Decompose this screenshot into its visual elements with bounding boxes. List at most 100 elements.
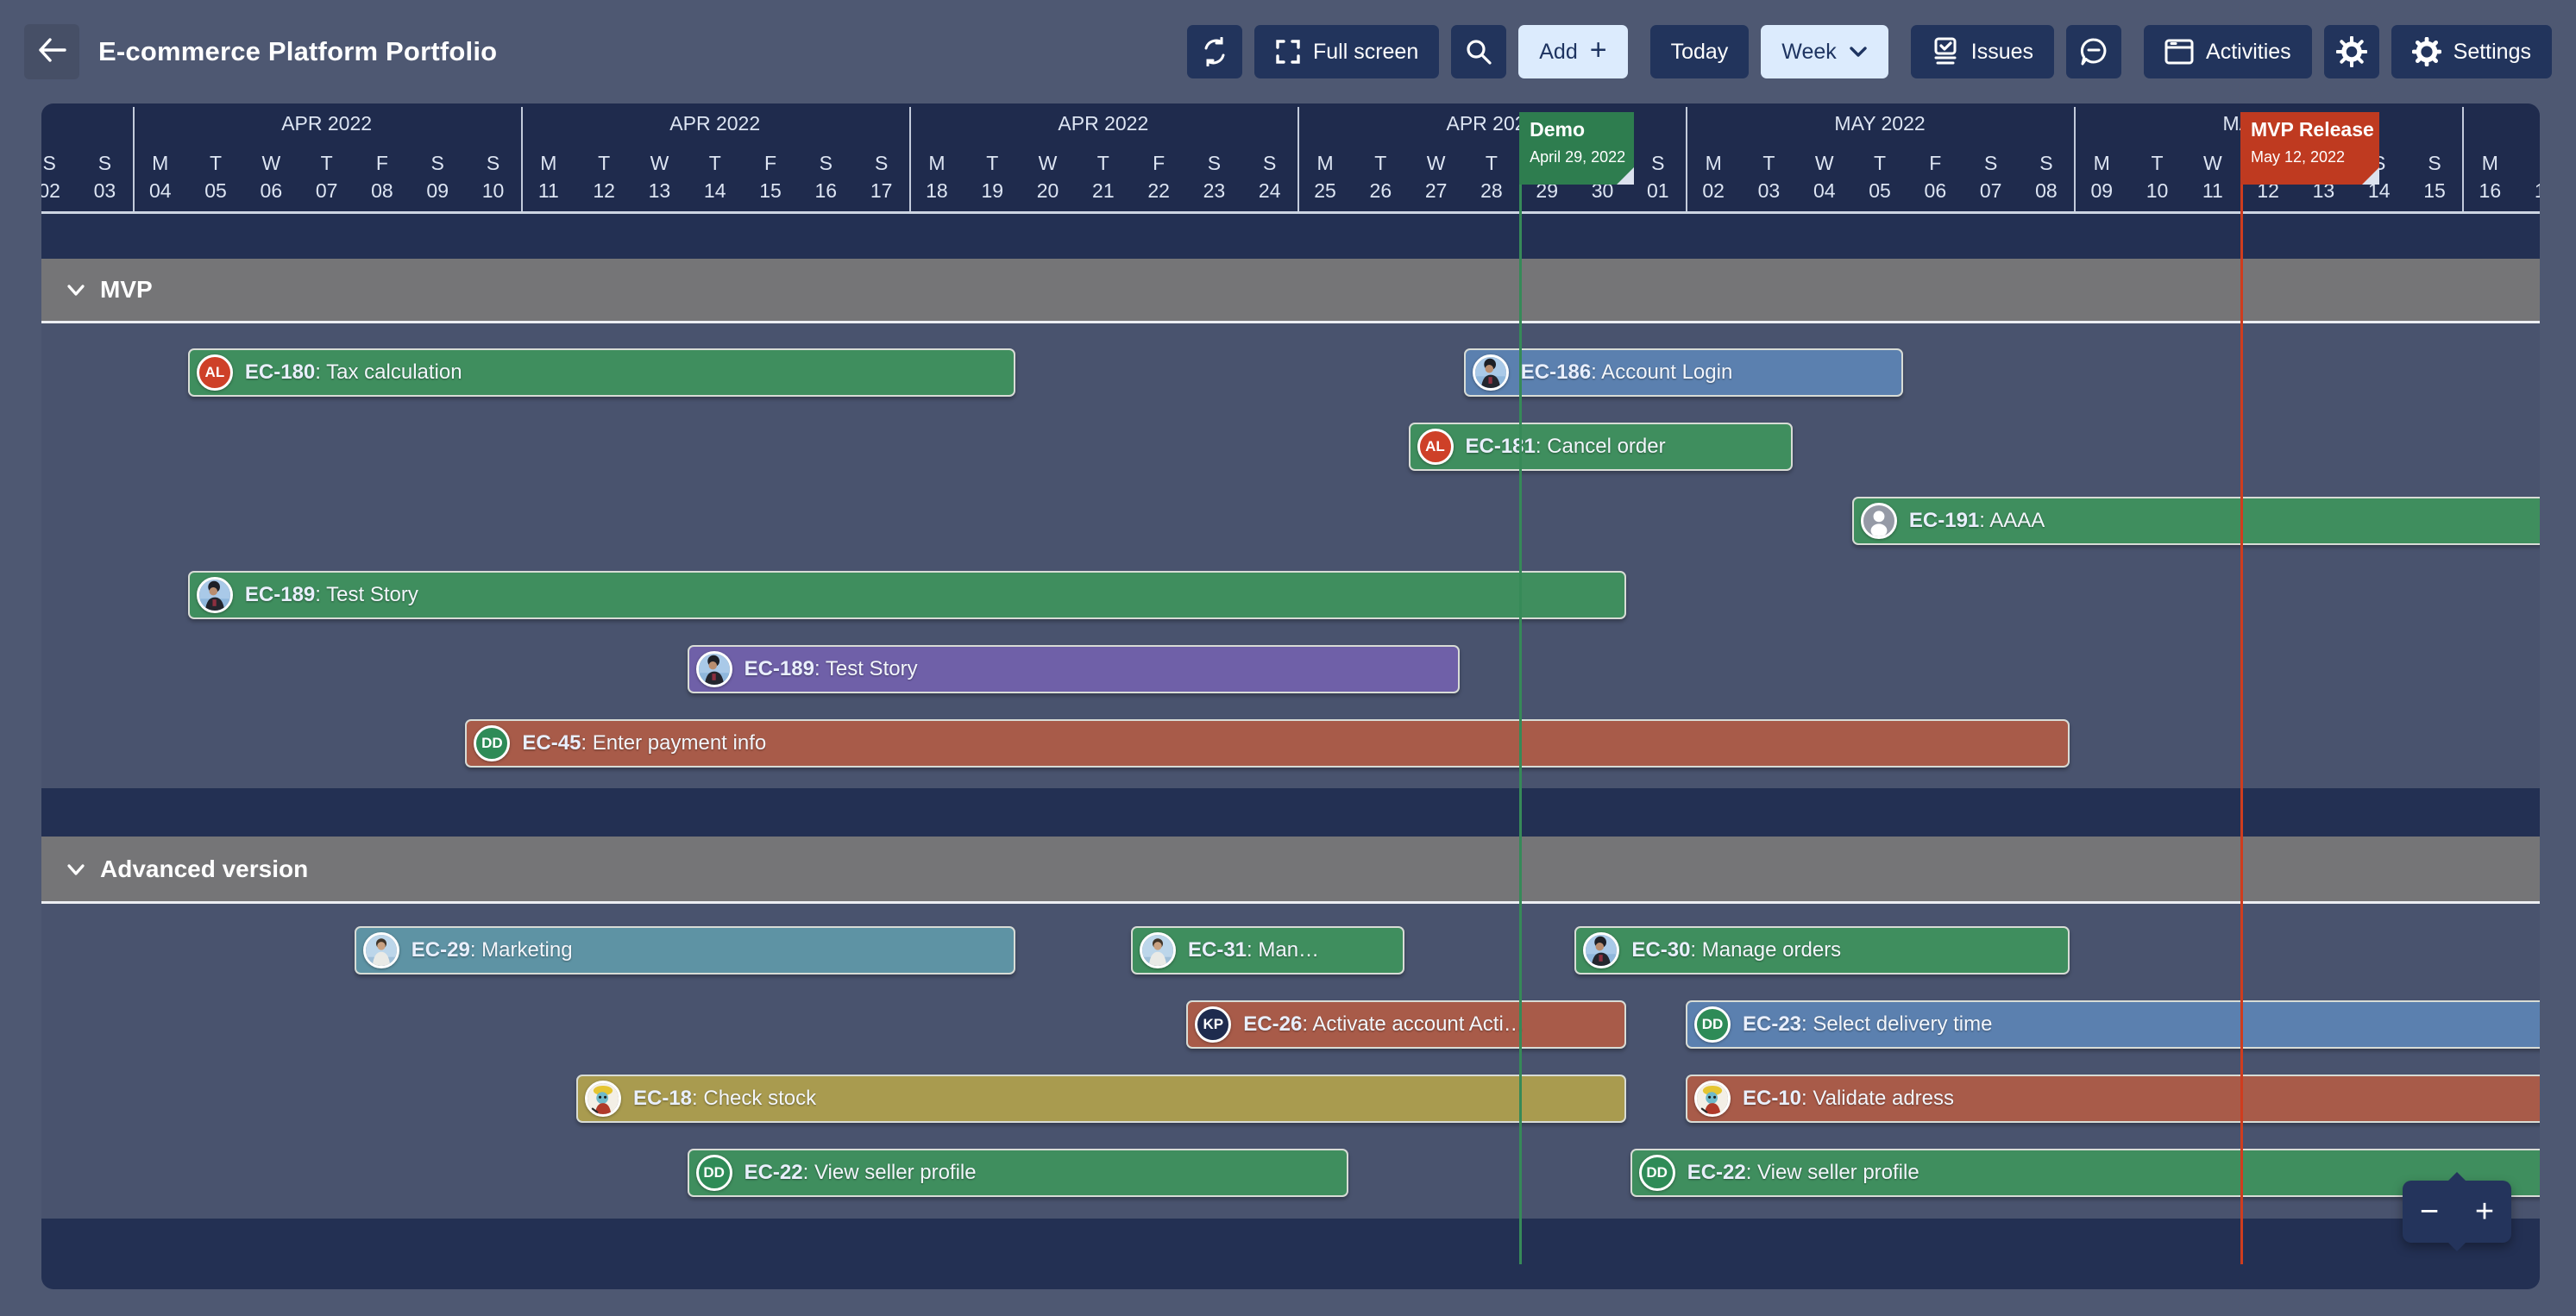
bottom-band — [41, 1219, 2540, 1289]
weekday-letter: W — [1814, 152, 1834, 174]
day-number: 11 — [2202, 179, 2223, 202]
task-bar[interactable]: EC-10: Validate adress — [1686, 1075, 2540, 1123]
day-number: 20 — [1036, 179, 1059, 202]
add-button[interactable]: Add + — [1518, 25, 1628, 78]
day-number: 06 — [260, 179, 283, 202]
zoom-in-button[interactable]: + — [2474, 1193, 2495, 1230]
activities-label: Activities — [2206, 39, 2291, 64]
section-label: Advanced version — [100, 855, 309, 882]
back-button[interactable] — [24, 24, 79, 79]
day-number: 07 — [1979, 179, 2002, 202]
task-key: EC-23 — [1743, 1012, 1802, 1036]
task-bar[interactable]: EC-18: Check stock — [576, 1075, 1626, 1123]
task-bar[interactable]: EC-31: Man… — [1131, 926, 1404, 974]
day-number: 12 — [593, 179, 615, 202]
task-summary: : Test Story — [814, 657, 918, 680]
activities-button[interactable]: Activities — [2144, 25, 2312, 78]
issues-button[interactable]: Issues — [1910, 25, 2055, 78]
task-bar[interactable]: EC-189: Test Story — [187, 571, 1626, 619]
today-button[interactable]: Today — [1649, 25, 1750, 78]
zoom-out-button[interactable]: − — [2419, 1193, 2440, 1230]
day-number: 13 — [648, 179, 671, 202]
weekday-letter: S — [97, 152, 112, 174]
task-bar[interactable]: EC-191: AAAA — [1851, 497, 2540, 545]
task-summary: : Marketing — [469, 938, 573, 962]
day-number: 17 — [2517, 179, 2540, 203]
zoom-notch-down-icon — [2448, 1243, 2466, 1251]
day-number: 27 — [1424, 179, 1448, 202]
weekday-letter: T — [1374, 152, 1387, 174]
full-screen-button[interactable]: Full screen — [1253, 25, 1440, 78]
task-key: EC-26 — [1243, 1012, 1303, 1036]
section-header-advanced-version[interactable]: Advanced version — [41, 837, 2540, 904]
settings-label: Settings — [2453, 39, 2531, 64]
task-label: EC-181: Cancel order — [1466, 435, 1666, 459]
day-number: 10 — [2146, 179, 2169, 202]
day-number: 24 — [1258, 179, 1281, 202]
assignee-avatar-initials: DD — [1638, 1155, 1675, 1191]
settings-button[interactable]: Settings — [2391, 25, 2552, 78]
display-settings-button[interactable] — [2323, 25, 2379, 78]
week-column: M16T17 — [2462, 103, 2540, 211]
search-icon — [1465, 38, 1492, 66]
milestone-name: Demo — [1530, 118, 1585, 141]
day-number: 03 — [93, 179, 116, 202]
assignee-avatar-initials: DD — [1694, 1006, 1731, 1043]
month-label: MAY 2022 — [1834, 112, 1926, 135]
task-bar[interactable]: EC-189: Test Story — [687, 645, 1460, 693]
page-title: E-commerce Platform Portfolio — [98, 36, 498, 66]
task-label: EC-31: Man… — [1188, 938, 1319, 962]
weekday-letter: S — [486, 152, 500, 174]
task-key: EC-31 — [1188, 938, 1247, 962]
task-bar[interactable]: EC-186: Account Login — [1463, 348, 1904, 397]
weekday-letter: W — [1426, 152, 1446, 174]
week-dropdown[interactable]: Week — [1761, 25, 1888, 78]
weekday-letter: S — [819, 152, 832, 174]
week-separator — [2462, 107, 2465, 211]
task-key: EC-180 — [244, 360, 316, 384]
month-label: APR 2022 — [1058, 112, 1149, 135]
milestone-line — [1519, 185, 1523, 1264]
task-bar[interactable]: EC-30: Manage orders — [1574, 926, 2070, 974]
milestone-name: MVP Release — [2251, 118, 2374, 141]
sync-button[interactable] — [1186, 25, 1242, 78]
day-number: 23 — [1203, 179, 1226, 202]
task-label: EC-18: Check stock — [633, 1087, 816, 1111]
assignee-avatar-initials: KP — [1195, 1006, 1232, 1043]
day-number: 09 — [2090, 179, 2114, 202]
zoom-notch-up-icon — [2448, 1172, 2466, 1181]
task-summary: : Cancel order — [1535, 435, 1666, 458]
search-button[interactable] — [1451, 25, 1507, 78]
weekday-letter: S — [42, 152, 56, 174]
assignee-avatar-initials: AL — [1417, 429, 1454, 465]
assignee-avatar-generic — [1860, 503, 1897, 539]
task-bar[interactable]: EC-29: Marketing — [354, 926, 1016, 974]
task-summary: : Tax calculation — [315, 360, 462, 384]
task-bar[interactable]: AL EC-181: Cancel order — [1408, 423, 1793, 471]
comment-button[interactable] — [2066, 25, 2122, 78]
section-header-mvp[interactable]: MVP — [41, 259, 2540, 323]
